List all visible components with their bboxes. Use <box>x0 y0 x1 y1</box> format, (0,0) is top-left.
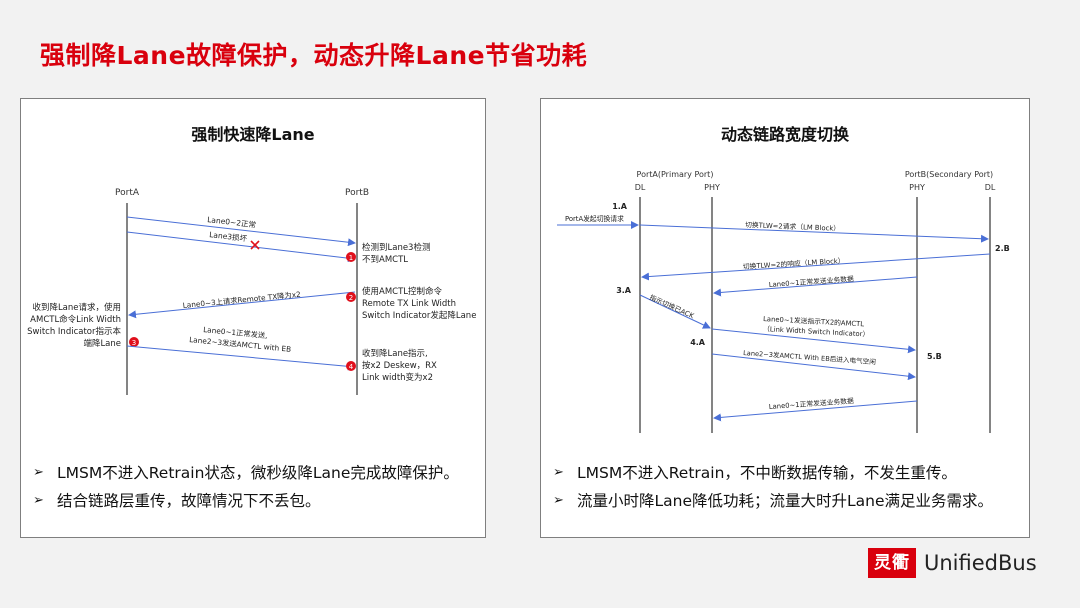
note3-line4: 端降Lane <box>83 338 121 349</box>
m4-label: Lane0~1正常发送业务数据 <box>769 274 855 289</box>
port-b-secondary-label: PortB(Secondary Port) <box>905 170 993 179</box>
left-panel-title: 强制快速降Lane <box>191 125 315 144</box>
m4-arrow <box>713 276 918 297</box>
left-bullet-1-text: LMSM不进入Retrain状态，微秒级降Lane完成故障保护。 <box>57 464 459 482</box>
step-3a-label: 3.A <box>616 286 632 295</box>
note2-line1: 使用AMCTL控制命令 <box>362 286 443 297</box>
logo-text: UnifiedBus <box>924 551 1037 575</box>
msg-remote-tx-label: Lane0~3上请求Remote TX降为x2 <box>182 290 301 310</box>
arrow-bullet-icon: ➢ <box>553 493 564 508</box>
dl-a-label: DL <box>635 183 646 192</box>
step-5b-label: 5.B <box>927 352 942 361</box>
step-2-number: 2 <box>349 294 353 302</box>
right-panel-title: 动态链路宽度切换 <box>720 125 849 144</box>
m7-arrow <box>711 353 916 381</box>
m8-label: Lane0~1正常发送业务数据 <box>769 396 855 411</box>
step-2-marker <box>346 292 356 302</box>
m7-label: Lane2~3发AMCTL With EB后进入电气空闲 <box>743 348 877 366</box>
m1-label: PortA发起切换请求 <box>565 214 624 223</box>
msg-lane3-label: Lane3损坏 <box>209 229 248 243</box>
right-bullet-2: ➢ 流量小时降Lane降低功耗；流量大时升Lane满足业务需求。 <box>549 487 1023 515</box>
m6-arrow <box>711 328 916 354</box>
m3-arrow <box>641 253 991 281</box>
msg-remote-tx-arrow <box>128 291 356 319</box>
step-4-number: 4 <box>349 363 354 371</box>
forced-lane-reduction-panel: 强制快速降Lane PortA PortB Lane0~2正常 Lane3损坏 … <box>20 98 486 538</box>
m5-label: 指示切换已ACK <box>648 293 696 321</box>
m3-label: 切换TLW=2的响应（LM Block） <box>743 256 845 271</box>
left-bullet-2: ➢ 结合链路层重传，故障情况下不丢包。 <box>29 487 479 515</box>
step-3-number: 3 <box>132 339 136 347</box>
note2-line3: Switch Indicator发起降Lane <box>362 310 476 321</box>
note1-line2: 不到AMCTL <box>362 255 408 265</box>
note4-line1: 收到降Lane指示, <box>362 348 428 359</box>
msg-lane0-2-arrow <box>126 216 356 247</box>
logo-mark: 灵衢 <box>868 548 916 578</box>
step-1a-label: 1.A <box>612 202 628 211</box>
port-a-primary-label: PortA(Primary Port) <box>637 170 714 179</box>
m5-arrow <box>639 294 711 329</box>
step-3-marker <box>129 337 139 347</box>
note3-line3: Switch Indicator指示本 <box>27 326 121 337</box>
phy-a-label: PHY <box>704 183 720 192</box>
step-4-marker <box>346 361 356 371</box>
note4-line2: 按x2 Deskew，RX <box>362 360 437 371</box>
msg-amctl-eb-line2: Lane2~3发送AMCTL with EB <box>189 335 292 354</box>
m2-arrow <box>639 224 989 243</box>
note1-line1: 检测到Lane3检测 <box>362 242 430 253</box>
right-bullets: ➢ LMSM不进入Retrain，不中断数据传输，不发生重传。 ➢ 流量小时降L… <box>549 459 1023 515</box>
arrow-bullet-icon: ➢ <box>33 493 44 508</box>
right-bullet-2-text: 流量小时降Lane降低功耗；流量大时升Lane满足业务需求。 <box>577 492 993 510</box>
page-title: 强制降Lane故障保护，动态升降Lane节省功耗 <box>40 41 588 70</box>
step-2b-label: 2.B <box>995 244 1010 253</box>
error-x-icon <box>250 240 260 250</box>
right-bullet-1: ➢ LMSM不进入Retrain，不中断数据传输，不发生重传。 <box>549 459 1023 487</box>
msg-lane3-arrow <box>126 231 356 263</box>
dl-b-label: DL <box>985 183 996 192</box>
left-bullet-2-text: 结合链路层重传，故障情况下不丢包。 <box>57 492 321 510</box>
step-1-marker <box>346 252 356 262</box>
msg-amctl-eb-arrow <box>126 345 356 371</box>
m2-label: 切换TLW=2请求（LM Block） <box>745 220 840 233</box>
forced-lane-sequence-diagram: PortA PortB Lane0~2正常 Lane3损坏 1 检测到Lane3… <box>27 188 476 395</box>
dynamic-link-width-panel: 动态链路宽度切换 PortA(Primary Port) PortB(Secon… <box>540 98 1030 538</box>
right-bullet-1-text: LMSM不进入Retrain，不中断数据传输，不发生重传。 <box>577 464 957 482</box>
note4-line3: Link width变为x2 <box>362 372 433 383</box>
port-b-label: PortB <box>345 188 369 198</box>
m8-arrow <box>713 400 918 422</box>
arrow-bullet-icon: ➢ <box>553 465 564 480</box>
step-1-number: 1 <box>349 254 353 262</box>
unifiedbus-logo: 灵衢 UnifiedBus <box>868 548 1037 578</box>
link-width-switch-sequence-diagram: PortA(Primary Port) PortB(Secondary Port… <box>557 170 1010 433</box>
arrow-bullet-icon: ➢ <box>33 465 44 480</box>
note2-line2: Remote TX Link Width <box>362 299 456 309</box>
left-bullets: ➢ LMSM不进入Retrain状态，微秒级降Lane完成故障保护。 ➢ 结合链… <box>29 459 479 515</box>
note3-line1: 收到降Lane请求，使用 <box>32 302 121 313</box>
note3-line2: AMCTL命令Link Width <box>30 314 121 325</box>
port-a-label: PortA <box>115 188 140 198</box>
phy-b-label: PHY <box>909 183 925 192</box>
left-bullet-1: ➢ LMSM不进入Retrain状态，微秒级降Lane完成故障保护。 <box>29 459 479 487</box>
step-4a-label: 4.A <box>690 338 706 347</box>
